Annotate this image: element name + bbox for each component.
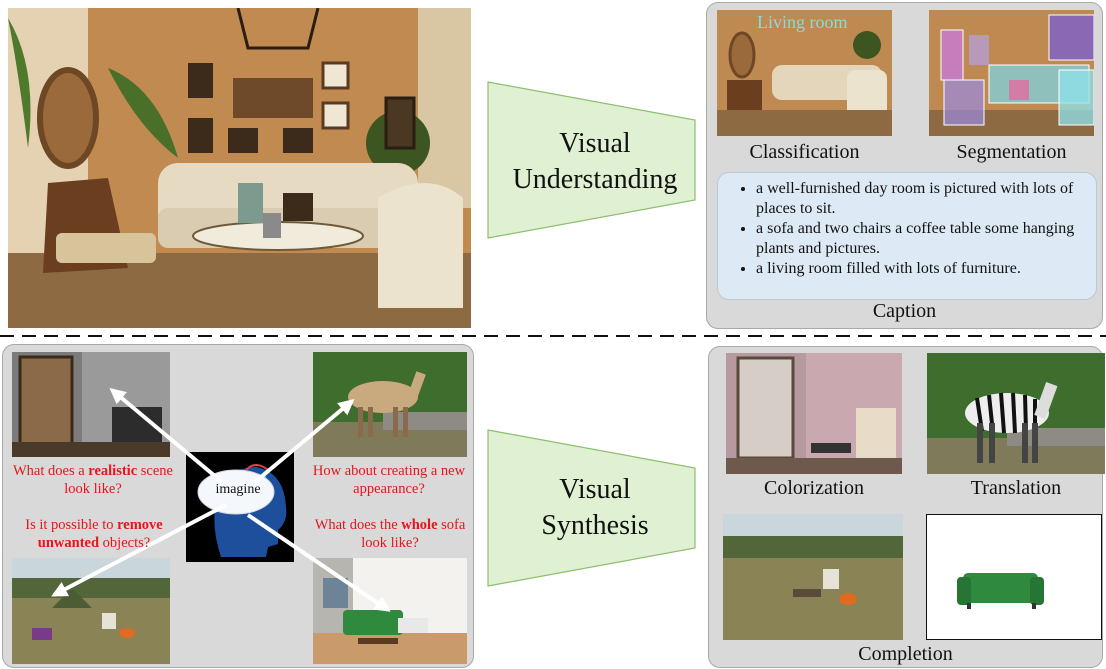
camping-thumbnail: [12, 558, 170, 664]
caption-label: Caption: [872, 300, 937, 322]
question-emphasis: realistic: [88, 463, 138, 479]
classification-image: Living room: [717, 10, 892, 136]
classification-label: Classification: [749, 141, 860, 163]
caption-item: a well-furnished day room is pictured wi…: [756, 179, 1084, 219]
colorization-image: [726, 353, 902, 474]
living-room-illustration: [8, 8, 471, 328]
translation-thumbnail: [927, 353, 1105, 474]
completion-sofa-image: [926, 514, 1102, 640]
door-room-image: [12, 352, 170, 457]
imagine-head-image: imagine: [186, 452, 294, 562]
imagine-label: imagine: [215, 482, 261, 497]
caption-list: a well-furnished day room is pictured wi…: [718, 173, 1096, 279]
question-text: sofa look like?: [361, 517, 466, 552]
question-appearance: How about creating a new appearance?: [308, 462, 470, 498]
sofa-room-thumbnail: [313, 558, 467, 664]
question-remove: Is it possible to remove unwanted object…: [8, 516, 180, 552]
question-text: What does the: [314, 517, 402, 533]
segmentation-image: [929, 10, 1094, 136]
question-emphasis: remove unwanted: [37, 517, 163, 552]
completion-sofa-thumbnail: [927, 515, 1101, 639]
question-realistic: What does a realistic scene look like?: [8, 462, 178, 498]
visual-synthesis-line2: Synthesis: [541, 510, 649, 541]
question-text: What does a: [13, 463, 89, 479]
question-emphasis: whole: [401, 517, 438, 533]
colorization-label: Colorization: [764, 477, 864, 499]
camping-image: [12, 558, 170, 664]
visual-understanding-line2: Understanding: [512, 164, 678, 195]
translation-image: [927, 353, 1105, 474]
classification-thumbnail: [717, 10, 892, 136]
question-text: scene look like?: [64, 463, 173, 498]
visual-synthesis-title: Visual Synthesis: [495, 472, 695, 544]
completion-camping-thumbnail: [723, 514, 903, 640]
horse-thumbnail: [313, 352, 467, 457]
living-room-photo: [8, 8, 471, 328]
question-text: objects?: [99, 535, 151, 552]
visual-understanding-title: Visual Understanding: [495, 126, 695, 198]
visual-synthesis-line1: Visual: [559, 474, 631, 505]
imagine-head-graphic: [197, 464, 287, 557]
question-text: Is it possible to: [25, 517, 118, 533]
door-room-thumbnail: [12, 352, 170, 457]
question-whole: What does the whole sofa look like?: [310, 516, 470, 552]
segmentation-label: Segmentation: [956, 141, 1067, 163]
horse-image: [313, 352, 467, 457]
visual-understanding-line1: Visual: [559, 128, 631, 159]
colorization-thumbnail: [726, 353, 902, 474]
completion-camping-image: [723, 514, 903, 640]
caption-item: a living room filled with lots of furnit…: [756, 259, 1084, 279]
segmentation-thumbnail: [929, 10, 1094, 136]
sofa-room-image: [313, 558, 467, 664]
translation-label: Translation: [970, 477, 1062, 499]
question-text: How about creating a new appearance?: [312, 463, 466, 498]
completion-label: Completion: [858, 643, 953, 665]
classification-tag: Living room: [757, 12, 848, 32]
caption-box: a well-furnished day room is pictured wi…: [717, 172, 1097, 300]
caption-item: a sofa and two chairs a coffee table som…: [756, 219, 1084, 259]
